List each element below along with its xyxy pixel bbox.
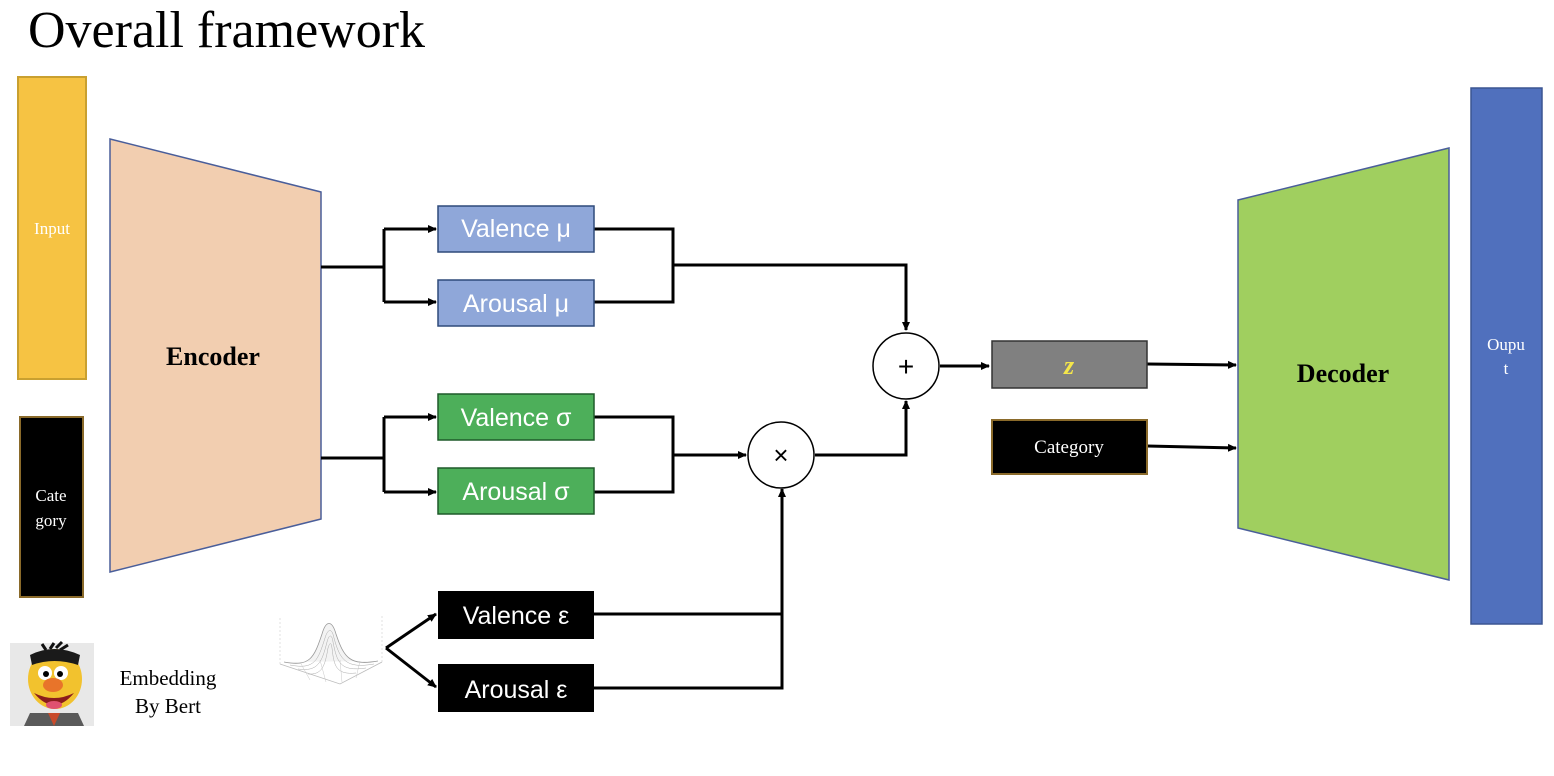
category-box: Category <box>991 419 1148 475</box>
input-label: Input <box>34 219 70 238</box>
decoder-label: Decoder <box>1297 359 1389 388</box>
embedding-caption-line2: By Bert <box>135 694 201 718</box>
arrow-eps-to-times <box>594 488 786 690</box>
arrow-times-to-plus <box>815 400 910 457</box>
mu-merge-bracket <box>594 227 675 304</box>
encoder-label: Encoder <box>166 342 260 371</box>
valence-sigma-label: Valence σ <box>461 404 572 432</box>
multiply-operator: × <box>747 421 815 489</box>
valence-sigma-box: Valence σ <box>437 393 595 441</box>
gaussian-surface-icon <box>279 616 383 685</box>
embedding-caption: Embedding By Bert <box>104 664 232 720</box>
valence-mu-box: Valence μ <box>437 205 595 253</box>
z-label: z <box>1063 351 1075 380</box>
sigma-merge-bracket <box>594 415 675 494</box>
arousal-sigma-label: Arousal σ <box>462 478 570 506</box>
arousal-mu-label: Arousal μ <box>463 290 569 318</box>
arousal-eps-label: Arousal ε <box>465 676 568 704</box>
arrow-noise-to-valence-eps <box>385 612 437 650</box>
z-box: z <box>991 340 1148 389</box>
category-side-block: Cate gory <box>19 416 84 598</box>
valence-mu-label: Valence μ <box>461 215 571 243</box>
add-operator: + <box>872 332 940 400</box>
input-block: Input <box>17 76 87 380</box>
add-symbol: + <box>898 351 914 382</box>
arrow-noise-to-arousal-eps <box>385 646 437 689</box>
bert-muppet-icon <box>10 640 94 726</box>
arousal-eps-box: Arousal ε <box>438 664 594 712</box>
decoder-block: Decoder <box>1237 147 1450 581</box>
output-label-2: t <box>1504 359 1509 378</box>
arrow-z-to-decoder <box>1146 360 1237 369</box>
category-side-label-1: Cate <box>35 486 66 505</box>
arousal-sigma-box: Arousal σ <box>437 467 595 515</box>
multiply-symbol: × <box>773 440 788 470</box>
arrow-category-to-decoder <box>1146 443 1237 452</box>
output-block: Oupu t <box>1470 87 1543 625</box>
output-label-1: Oupu <box>1487 335 1525 354</box>
arrow-mu-to-plus <box>673 263 910 331</box>
encoder-block: Encoder <box>109 138 322 573</box>
valence-eps-box: Valence ε <box>438 591 594 639</box>
valence-eps-label: Valence ε <box>463 602 570 630</box>
category-box-label: Category <box>1034 437 1104 458</box>
embedding-caption-line1: Embedding <box>119 666 217 690</box>
page-title: Overall framework <box>28 2 426 59</box>
arousal-mu-box: Arousal μ <box>437 279 595 327</box>
category-side-label-2: gory <box>35 511 67 530</box>
